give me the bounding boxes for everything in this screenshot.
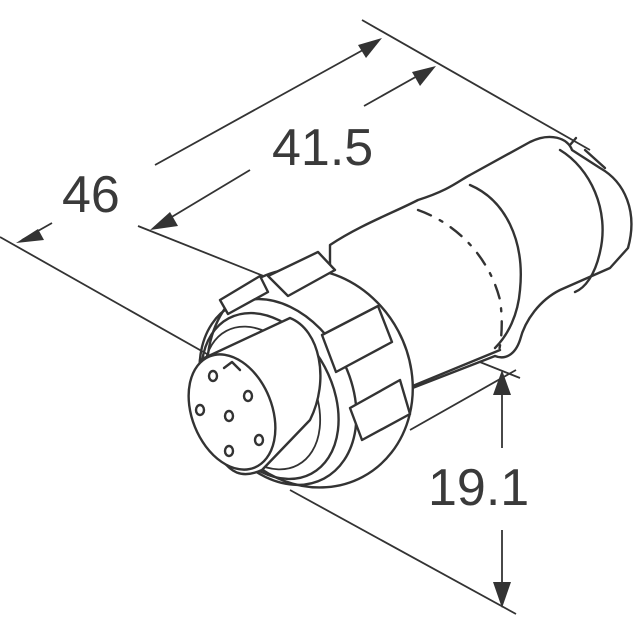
pin-icon xyxy=(253,433,265,447)
dimension-label-41-5: 41.5 xyxy=(272,119,373,177)
arrow-head-icon xyxy=(493,582,511,608)
dimension-label-46: 46 xyxy=(62,166,120,224)
grip-ribs xyxy=(218,250,412,442)
arrow-head-icon xyxy=(150,212,178,230)
dimension-41-5: 41.5 xyxy=(150,66,436,230)
arrow-head-icon xyxy=(358,38,382,58)
pin-icon xyxy=(194,403,206,417)
pin-icon xyxy=(223,409,235,423)
pin-icon xyxy=(242,389,254,403)
dimension-19-1: 19.1 xyxy=(428,370,529,608)
arrow-head-icon xyxy=(412,66,436,86)
dimension-46: 46 xyxy=(16,38,382,243)
contact-pins xyxy=(194,369,265,458)
dimension-label-19-1: 19.1 xyxy=(428,459,529,517)
pin-icon xyxy=(223,444,235,458)
arrow-head-icon xyxy=(16,229,44,243)
mating-face xyxy=(187,316,322,476)
pin-icon xyxy=(207,369,219,383)
arrow-head-icon xyxy=(493,370,511,395)
